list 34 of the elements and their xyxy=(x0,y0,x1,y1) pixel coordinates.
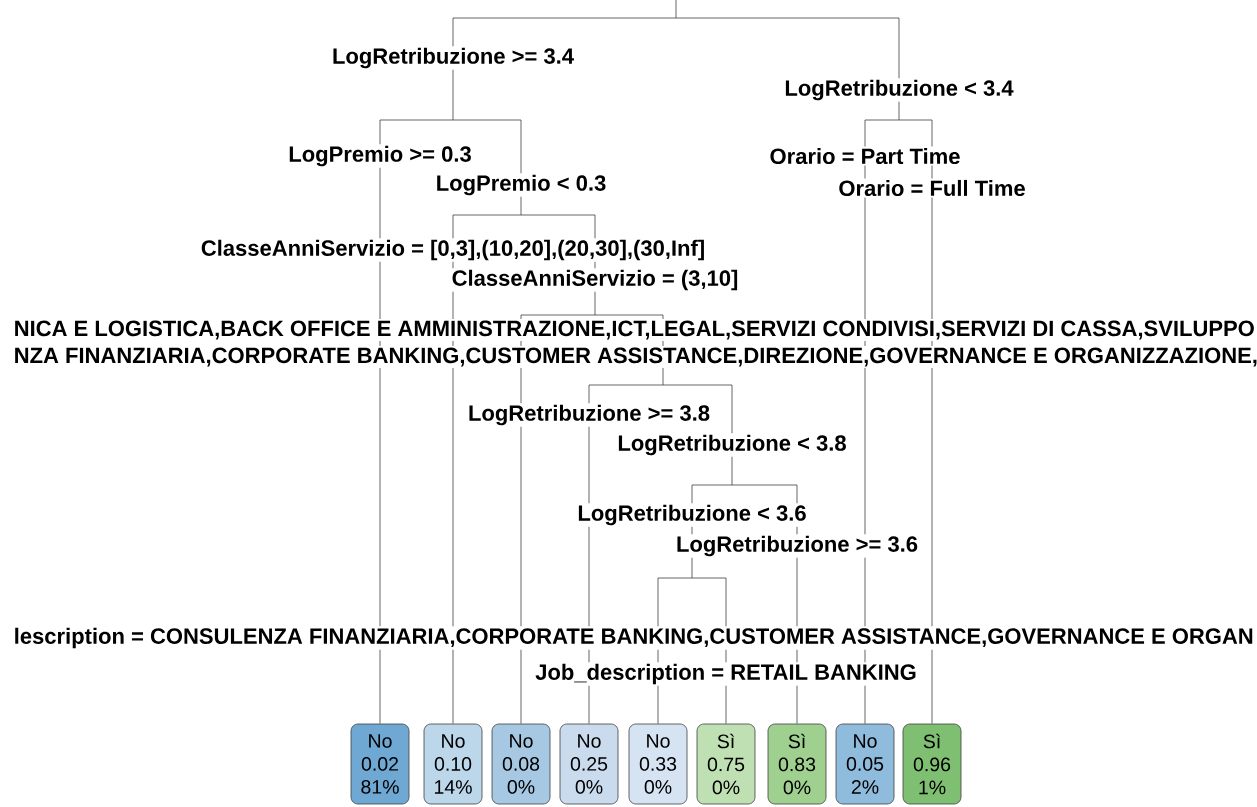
branch-line xyxy=(520,665,522,724)
split-label: LogRetribuzione < 3.4 xyxy=(782,78,1016,102)
split-label: NZA FINANZIARIA,CORPORATE BANKING,CUSTOMER ASSISTANCE,DIREZIONE,GOVERNANCE E ORGANIZZAZIONE, xyxy=(12,346,1257,368)
split-label: Orario = Full Time xyxy=(836,178,1028,198)
split-label: LogRetribuzione >= 3.6 xyxy=(674,534,920,558)
split-label: Orario = Part Time xyxy=(768,146,962,166)
split-label: LogPremio >= 0.3 xyxy=(286,144,474,168)
branch-line xyxy=(657,701,659,724)
leaf-box: Sì 0.96 1% xyxy=(902,723,962,805)
split-label: NICA E LOGISTICA,BACK OFFICE E AMMINISTRAZIONE,ICT,LEGAL,SERVIZI CONDIVISI,SERVIZI DI CASSA,SVILUPPO xyxy=(12,319,1257,341)
split-label: ClasseAnniServizio = (3,10] xyxy=(450,268,740,292)
leaf-box: No 0.08 0% xyxy=(491,723,551,805)
split-label: LogRetribuzione < 3.6 xyxy=(575,503,809,527)
split-label: LogRetribuzione >= 3.8 xyxy=(466,403,712,427)
split-label: ClasseAnniServizio = [0,3],(10,20],(20,30],(30,Inf] xyxy=(199,238,707,262)
branch-line xyxy=(796,701,798,724)
branch-line xyxy=(931,665,933,724)
leaf-box: Sì 0.75 0% xyxy=(696,723,756,805)
branch-line xyxy=(725,701,727,724)
branch-line xyxy=(588,701,590,724)
leaf-box: No 0.05 2% xyxy=(835,723,895,805)
leaf-box: No 0.33 0% xyxy=(628,723,688,805)
branch-line xyxy=(452,665,454,724)
split-label: Job_description = RETAIL BANKING xyxy=(533,662,919,686)
leaf-box: No 0.25 0% xyxy=(559,723,619,805)
branch-line xyxy=(864,701,866,724)
split-label: LogRetribuzione >= 3.4 xyxy=(330,46,576,70)
leaf-box: Sì 0.83 0% xyxy=(767,723,827,805)
leaf-box: No 0.10 14% xyxy=(423,723,483,805)
split-label: LogRetribuzione < 3.8 xyxy=(615,433,849,457)
branch-line xyxy=(379,665,381,724)
split-label: LogPremio < 0.3 xyxy=(434,173,608,197)
split-label: lescription = CONSULENZA FINANZIARIA,CORPORATE BANKING,CUSTOMER ASSISTANCE,GOVERNANCE E ORGAN xyxy=(12,626,1256,650)
leaf-box: No 0.02 81% xyxy=(350,723,410,805)
